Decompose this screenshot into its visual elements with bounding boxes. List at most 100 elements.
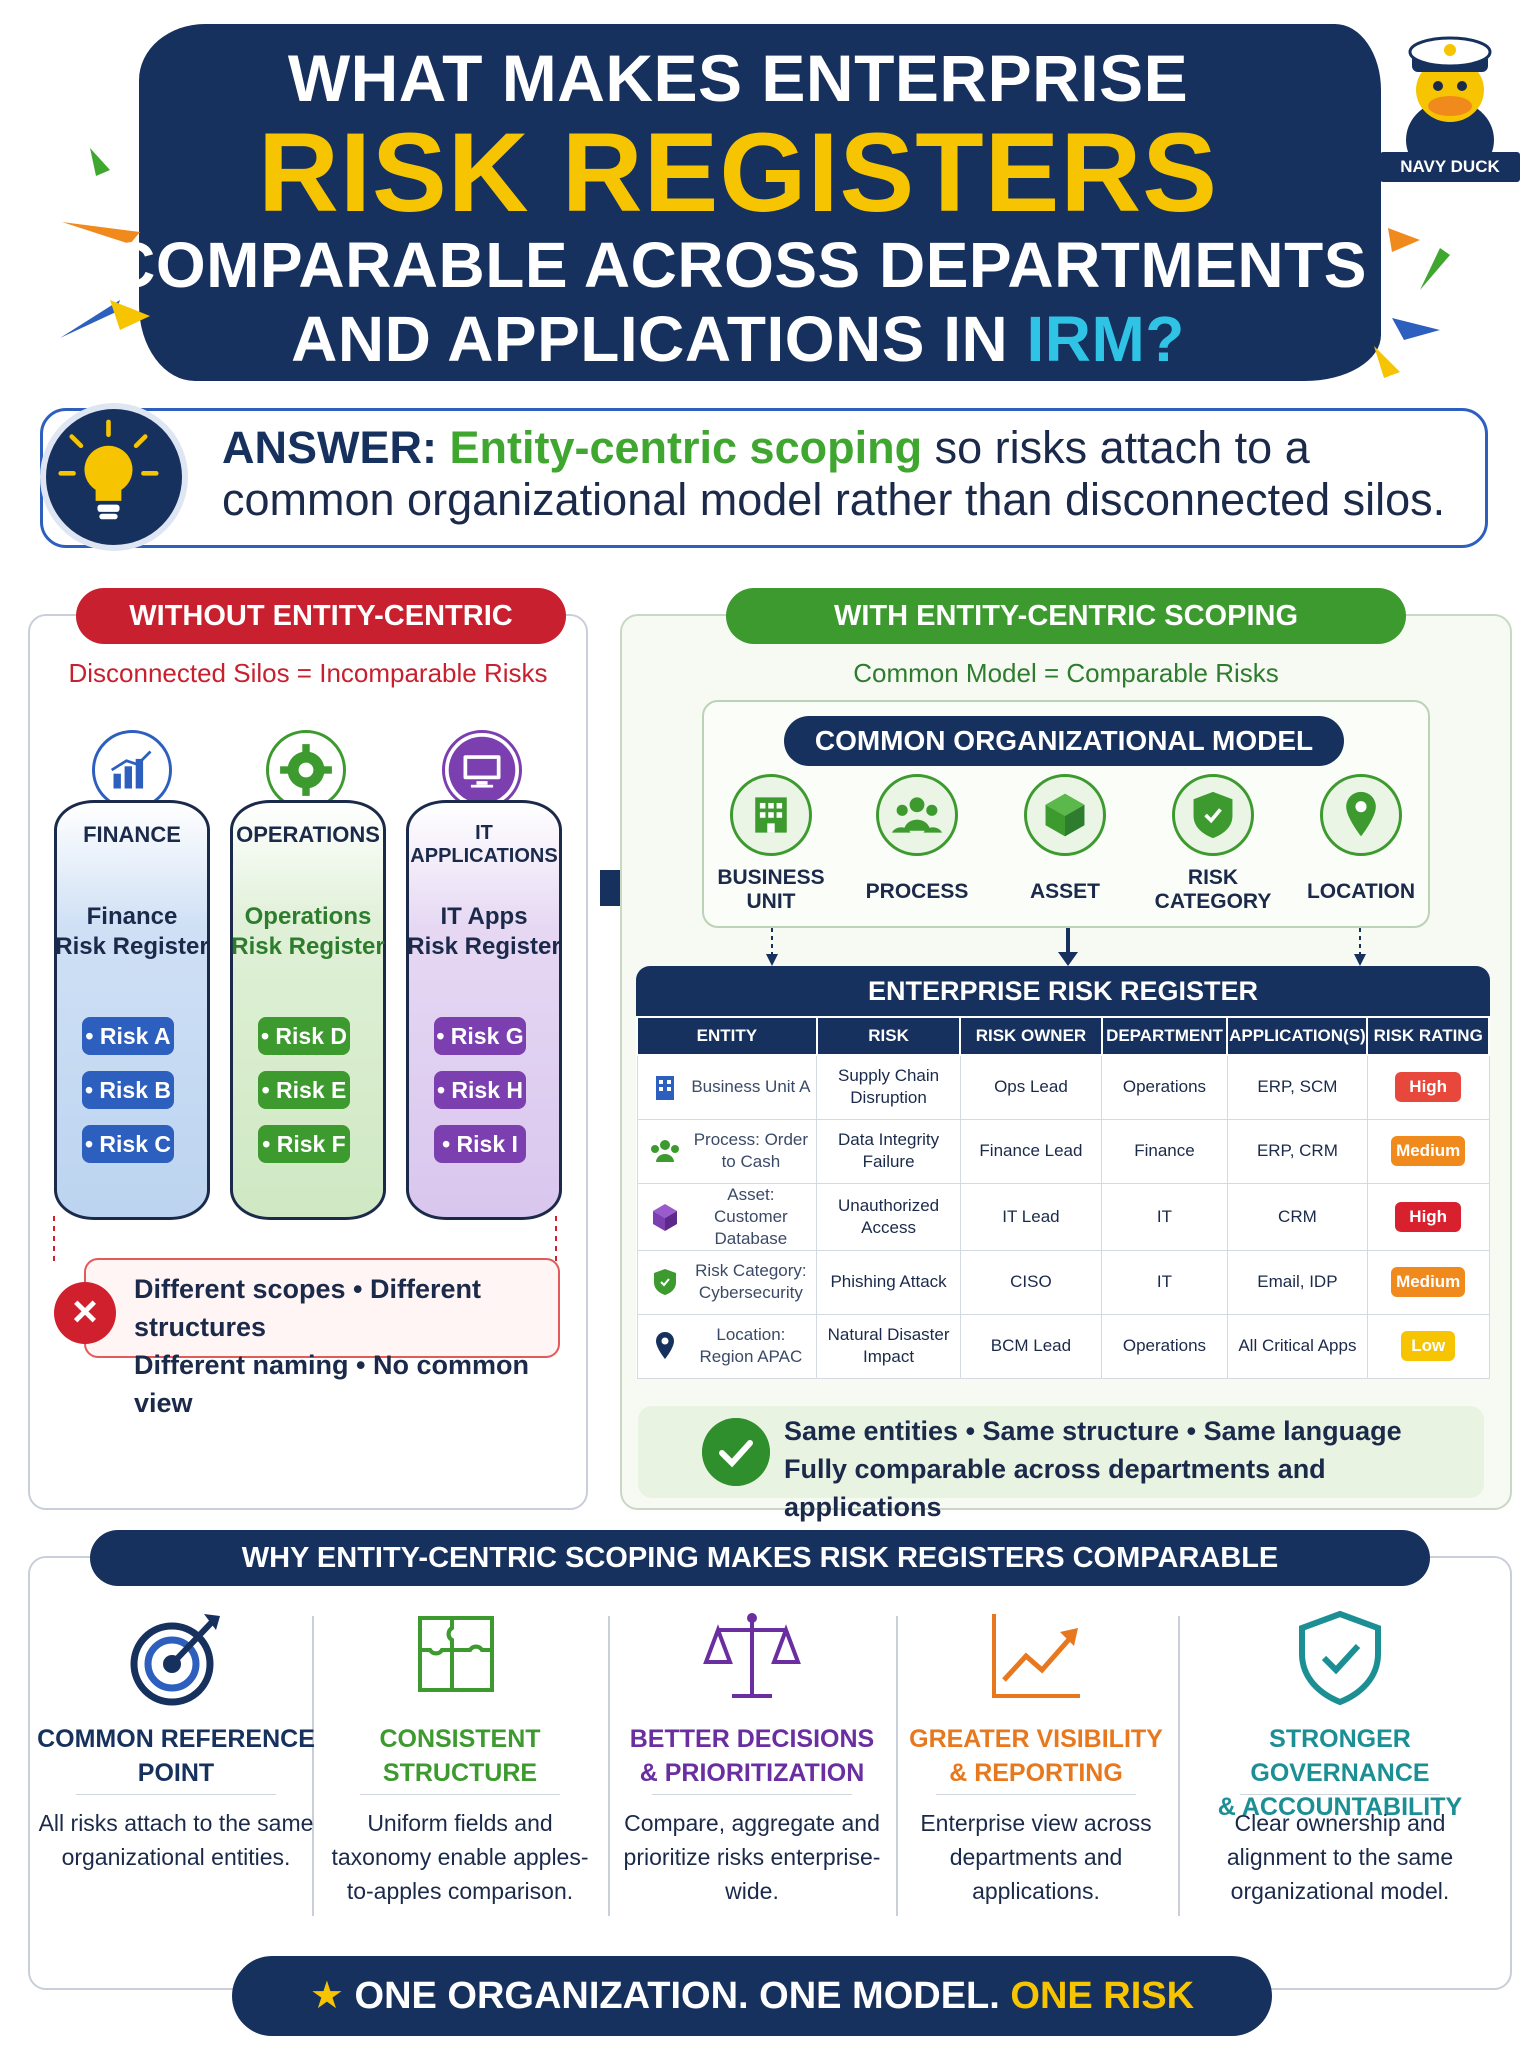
entity-label-risk-category-2: CATEGORY [1154, 890, 1272, 913]
department-cell: Operations [1101, 1054, 1228, 1120]
gear-icon [266, 730, 346, 810]
same-entities-text: Same entities • Same structure • Same la… [784, 1412, 1474, 1526]
with-scoping-pill: WITH ENTITY-CENTRIC SCOPING [726, 588, 1406, 644]
why-title: WHY ENTITY-CENTRIC SCOPING MAKES RISK RE… [90, 1530, 1430, 1586]
differences-line-1: Different scopes • Different structures [134, 1274, 482, 1342]
common-model-title: COMMON ORGANIZATIONAL MODEL [784, 716, 1344, 766]
footer-banner [232, 1956, 1272, 2036]
entity-label-asset: ASSET [1029, 880, 1100, 903]
column-header-department: DEPARTMENT [1100, 1016, 1229, 1056]
finance-silo-head: FINANCE [83, 822, 181, 847]
entity-cell: Asset: Customer Database [636, 1182, 818, 1251]
footer-text-main: ONE ORGANIZATION. ONE MODEL. [354, 1975, 1011, 2017]
answer-text: ANSWER: Entity-centric scoping so risks … [222, 422, 1472, 526]
why-item-title-1: BETTER DECISIONS [629, 1725, 875, 1753]
it-apps-silo-head: IT APPLICATIONS [410, 822, 558, 867]
why-item-title-2: & PRIORITIZATION [639, 1759, 865, 1787]
people-group-icon [650, 1140, 679, 1162]
shield-icon [653, 1269, 676, 1295]
shield-icon [1172, 774, 1254, 856]
column-header-entity: ENTITY [636, 1016, 818, 1056]
why-item-title-1: COMMON REFERENCE [37, 1725, 315, 1753]
table-row: Risk Category: Cybersecurity Phishing At… [636, 1249, 1490, 1315]
entity-text: Asset: Customer Database [714, 1184, 788, 1248]
rating-badge: Medium [1391, 1267, 1466, 1297]
why-rule [1240, 1794, 1440, 1795]
applications-cell: Email, IDP [1226, 1249, 1368, 1315]
balance-scale-icon [703, 1613, 801, 1698]
why-item-title-1: CONSISTENT [379, 1725, 541, 1753]
target-icon [130, 1614, 220, 1706]
close-x-icon: × [54, 1282, 116, 1344]
confetti-decoration [60, 148, 1450, 378]
applications-cell: ERP, SCM [1226, 1054, 1368, 1120]
rating-badge: Medium [1391, 1136, 1466, 1166]
department-cell: Operations [1101, 1313, 1228, 1379]
why-item-desc: Uniform fields and taxonomy enable apple… [331, 1810, 589, 1904]
footer-text-highlight: ONE RISK PICTURE. [1010, 1975, 1195, 2017]
entity-cell: Process: Order to Cash [636, 1118, 818, 1184]
same-entities-line-2: Fully comparable across departments and … [784, 1454, 1326, 1522]
same-entities-line-1: Same entities • Same structure • Same la… [784, 1416, 1402, 1446]
why-divider [608, 1616, 610, 1916]
operations-silo-head: OPERATIONS [236, 822, 380, 847]
title-banner [145, 30, 1375, 375]
why-item-title-2: & ACCOUNTABILITY [1217, 1793, 1463, 1821]
table-row: Location: Region APAC Natural Disaster I… [636, 1313, 1490, 1379]
entity-label-business-unit-1: BUSINESS [717, 866, 825, 889]
answer-line-2: common organizational model rather than … [222, 474, 1446, 525]
risk-chip: • Risk B [82, 1071, 174, 1109]
department-cell: IT [1101, 1249, 1228, 1315]
entity-label-risk-category-1: RISK [1187, 866, 1239, 889]
footer-text: ★ ONE ORGANIZATION. ONE MODEL. ONE RISK … [232, 1956, 1272, 2036]
why-item-title-2: & REPORTING [949, 1759, 1123, 1787]
shield-check-icon [1299, 1610, 1381, 1706]
entity-label-business-unit-2: UNIT [746, 890, 796, 913]
risk-register-table: ENTITY RISK RISK OWNER DEPARTMENT APPLIC… [636, 1016, 1490, 1379]
entity-label-location: LOCATION [1306, 880, 1416, 903]
trend-chart-icon [992, 1614, 1080, 1698]
why-divider [1178, 1616, 1180, 1916]
why-item-title: GREATER VISIBILITY & REPORTING [896, 1722, 1176, 1790]
why-rule [936, 1794, 1136, 1795]
why-item-desc: All risks attach to the same organizatio… [38, 1810, 314, 1870]
finance-register-title-2: Risk Register [55, 933, 209, 960]
people-group-icon [876, 774, 958, 856]
risk-chip: • Risk H [434, 1071, 526, 1109]
puzzle-icon [418, 1616, 494, 1692]
rating-badge: Low [1401, 1331, 1456, 1361]
rating-badge: High [1395, 1072, 1462, 1103]
answer-box [40, 408, 1488, 548]
rating-cell: Medium [1366, 1118, 1490, 1184]
why-item-title: STRONGER GOVERNANCE& ACCOUNTABILITY [1190, 1722, 1490, 1824]
operations-register-title-1: Operations [244, 903, 372, 930]
table-row: Asset: Customer Database Unauthorized Ac… [636, 1182, 1490, 1251]
finance-register-title-1: Finance [86, 903, 178, 930]
risk-cell: Natural Disaster Impact [816, 1313, 961, 1379]
differences-line-2: Different naming • No common view [134, 1350, 529, 1418]
title-line-4-text: AND APPLICATIONS IN [291, 303, 1027, 375]
entity-cell: Business Unit A [636, 1054, 818, 1120]
risk-cell: Unauthorized Access [816, 1182, 961, 1251]
building-icon [730, 774, 812, 856]
why-item-title-1: GREATER VISIBILITY [909, 1725, 1163, 1753]
finance-chart-icon [92, 730, 172, 810]
entity-cell: Location: Region APAC [636, 1313, 818, 1379]
why-item-title: BETTER DECISIONS & PRIORITIZATION [612, 1722, 892, 1790]
column-header-risk-rating: RISK RATING [1366, 1016, 1490, 1056]
entity-text: Business Unit A [691, 1077, 811, 1097]
risk-cell: Data Integrity Failure [816, 1118, 961, 1184]
risk-cell: Supply Chain Disruption [816, 1054, 961, 1120]
owner-cell: IT Lead [959, 1182, 1103, 1251]
column-header-risk-owner: RISK OWNER [959, 1016, 1103, 1056]
owner-cell: Finance Lead [959, 1118, 1103, 1184]
why-divider [896, 1616, 898, 1916]
risk-chip: • Risk E [258, 1071, 350, 1109]
